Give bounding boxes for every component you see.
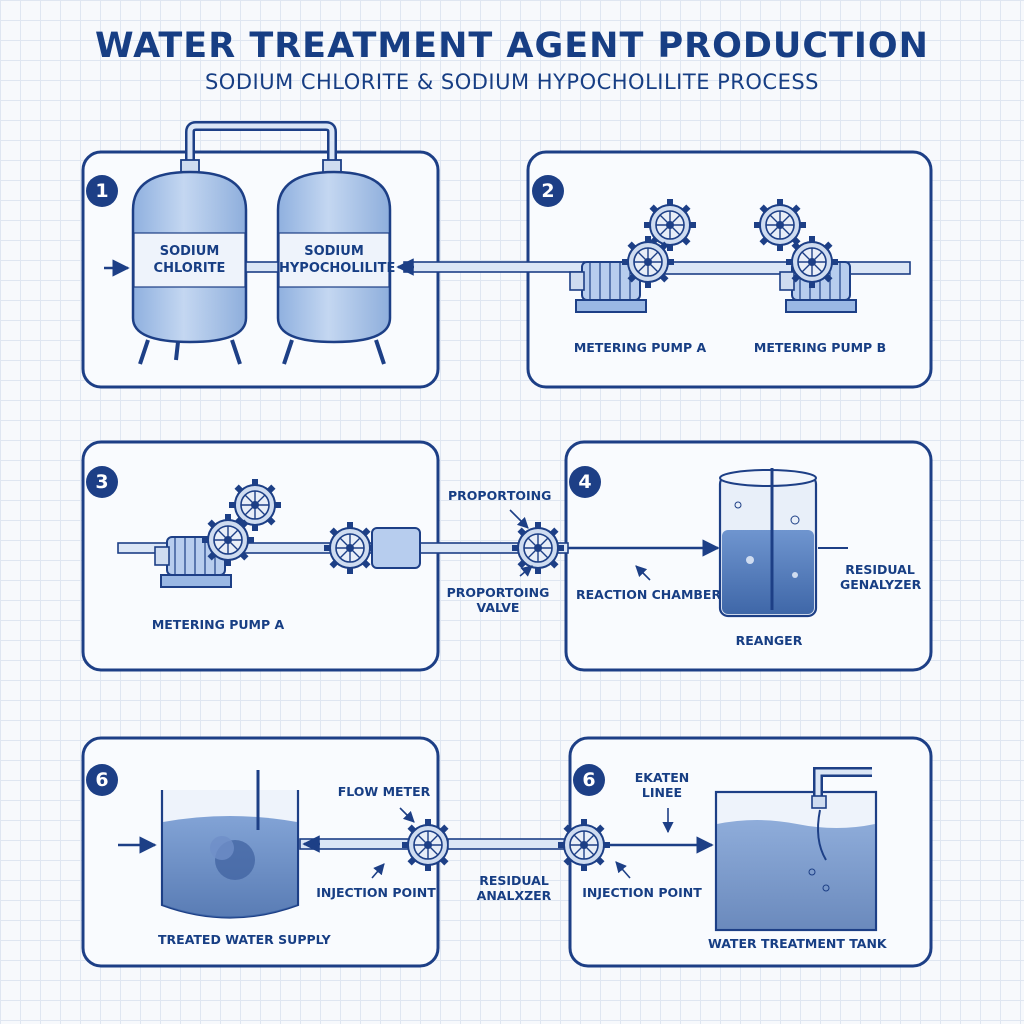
reaction-chamber-label: REACTION CHAMBER (576, 587, 722, 602)
step-badge-2: 2 (532, 175, 564, 207)
step-badge-3: 3 (86, 466, 118, 498)
panel-3-frame (81, 440, 440, 672)
residual-analyzer-label: RESIDUAL ANALXZER (476, 873, 552, 903)
reaction-chamber (568, 468, 848, 618)
step-badge-4: 4 (569, 466, 601, 498)
flow-meter-label: FLOW METER (337, 784, 431, 799)
panel-3-pump-a-label: METERING PUMP A (151, 617, 285, 632)
page-title: WATER TREATMENT AGENT PRODUCTION (95, 26, 929, 66)
water-treatment-tank (557, 767, 878, 932)
panel-2-pumps (569, 198, 911, 313)
feed-pipe (396, 258, 585, 276)
water-treatment-tank-label: WATER TREATMENT TANK (708, 936, 887, 951)
page-subtitle: SODIUM CHLORITE & SODIUM HYPOCHOLILITE P… (204, 70, 820, 94)
proportioning-valve-label: PROPORTOING VALVE (446, 585, 550, 615)
panel-2-pump-a-label: METERING PUMP A (573, 340, 707, 355)
tank-a-label: SODIUM CHLORITE (153, 244, 226, 276)
tank-b-label: SODIUM HYPOCHOLILITE (279, 244, 396, 276)
proportioning-label: PROPORΤOING (448, 488, 552, 503)
panel-2-pump-b-label: METERING PUMP B (753, 340, 887, 355)
step-badge-6: 6 (573, 764, 605, 796)
panel-5-injection-point-label: INJECTION POINT (316, 885, 436, 900)
step-badge-1: 1 (86, 175, 118, 207)
step-badge-5: 6 (86, 764, 118, 796)
panel-6-injection-point-label: INJECTION POINT (582, 885, 702, 900)
residual-genalyzer-label: RESIDUAL GENALYZER (840, 562, 922, 592)
treated-water-supply-label: TRЕATED WATER SUPPLY (158, 932, 331, 947)
reanger-label: REANGER (735, 633, 803, 648)
storage-tanks (104, 121, 392, 365)
ekaten-line-label: EKATEN LINEE (634, 770, 690, 800)
treated-water-supply (118, 770, 455, 919)
